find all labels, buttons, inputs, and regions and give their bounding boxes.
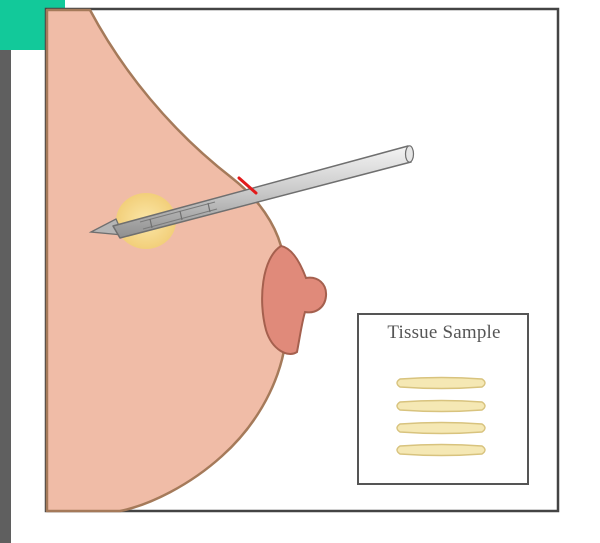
tissue-core [397,445,485,456]
tissue-core [397,423,485,434]
tissue-core [397,378,485,389]
tissue-sample-label: Tissue Sample [360,322,528,344]
tissue-core [397,401,485,412]
